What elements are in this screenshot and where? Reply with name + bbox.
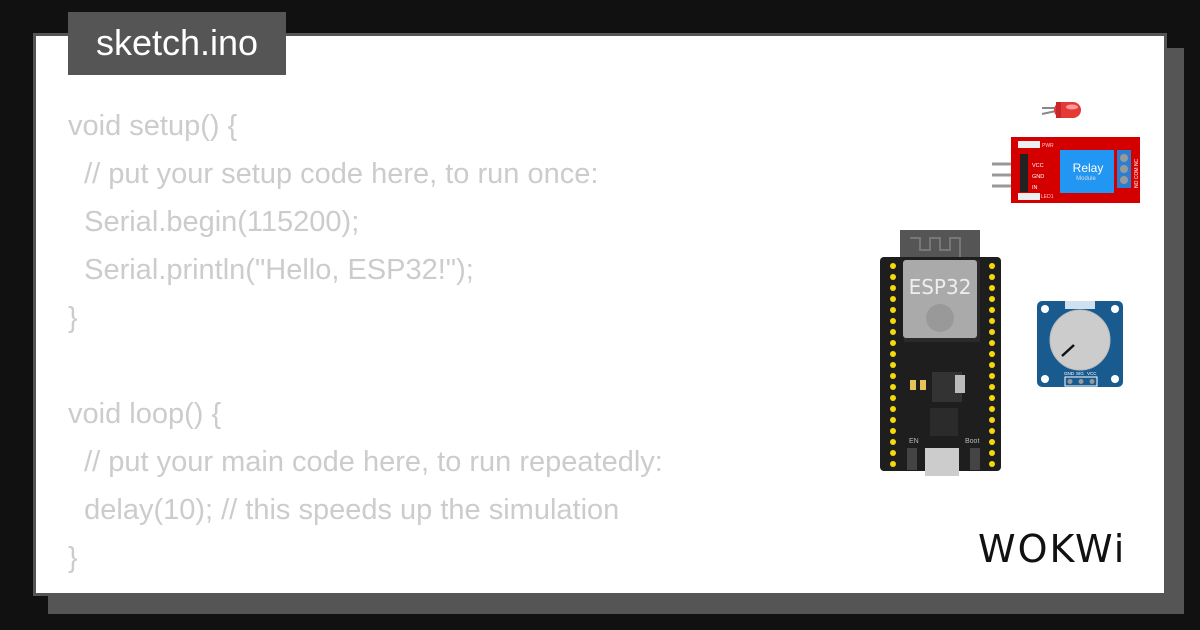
svg-text:VCC: VCC xyxy=(1032,163,1044,169)
en-button[interactable] xyxy=(907,448,917,470)
svg-text:PWR: PWR xyxy=(1042,143,1054,149)
led-component[interactable] xyxy=(1040,98,1085,122)
code-line: Serial.println("Hello, ESP32!"); xyxy=(68,254,474,286)
usb-port xyxy=(925,448,959,476)
svg-text:NO COM NC: NO COM NC xyxy=(1134,158,1140,188)
code-line: Serial.begin(115200); xyxy=(68,206,360,238)
svg-text:GND: GND xyxy=(1032,174,1044,180)
svg-text:IN: IN xyxy=(1032,185,1038,191)
svg-text:Module: Module xyxy=(1076,176,1096,182)
code-line: void setup() { xyxy=(68,110,238,142)
en-label: EN xyxy=(909,438,919,445)
code-line: } xyxy=(68,302,78,334)
boot-button[interactable] xyxy=(970,448,980,470)
boot-label: Boot xyxy=(965,438,979,445)
code-line: // put your setup code here, to run once… xyxy=(68,158,599,190)
potentiometer[interactable]: GND SIG VCC xyxy=(1036,300,1124,388)
svg-text:SIG: SIG xyxy=(1076,371,1084,376)
code-line xyxy=(68,342,663,390)
svg-text:VCC: VCC xyxy=(1087,371,1097,376)
svg-text:LED1: LED1 xyxy=(1041,194,1054,200)
svg-text:Relay: Relay xyxy=(1073,161,1104,175)
code-line: // put your main code here, to run repea… xyxy=(68,446,663,478)
sketch-title: sketch.ino xyxy=(68,12,286,75)
code-line: } xyxy=(68,542,78,574)
code-line: void loop() { xyxy=(68,398,222,430)
esp32-label: ESP32 xyxy=(909,275,972,299)
relay-module[interactable]: PWR VCC GND IN LED1 Relay Module NO COM … xyxy=(992,136,1142,204)
svg-text:GND: GND xyxy=(1064,371,1075,376)
knob-indicator xyxy=(1061,344,1075,357)
wokwi-logo: WOKWi xyxy=(978,527,1127,571)
header-pins xyxy=(890,263,995,467)
code-block: void setup() { // put your setup code he… xyxy=(68,102,663,582)
esp32-board[interactable]: ESP32 EN Boot xyxy=(880,230,1002,478)
code-line: delay(10); // this speeds up the simulat… xyxy=(68,494,620,526)
